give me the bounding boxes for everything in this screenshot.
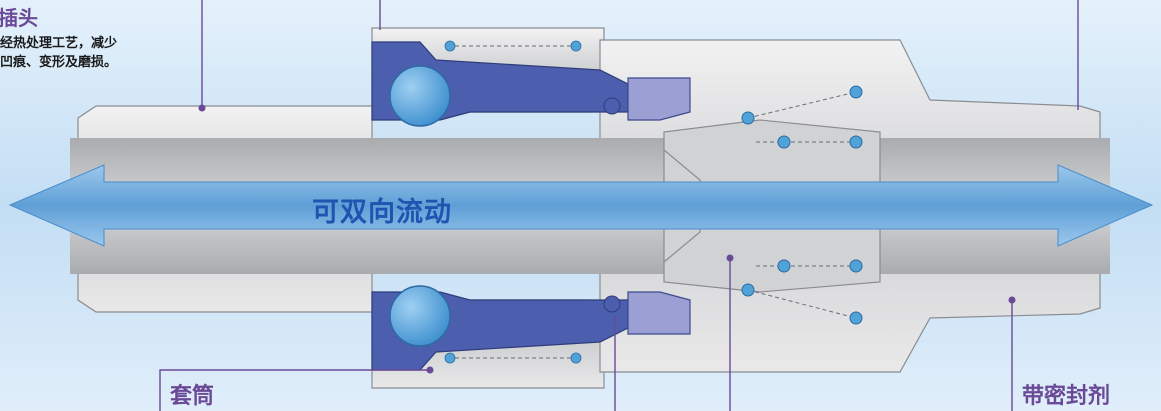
sealant-title: 带密封剂 <box>1022 384 1111 409</box>
o-ring-bottom <box>603 295 621 313</box>
sleeve-spring <box>444 40 582 364</box>
seal-bottom <box>627 291 691 335</box>
valve-spring <box>747 91 857 319</box>
plug-description-line2: 凹痕、变形及磨损。 <box>0 55 118 70</box>
leader-lines <box>159 0 1079 411</box>
flow-arrow <box>8 164 1154 247</box>
sleeve-spring-lines <box>455 45 571 359</box>
plug-description-line1: 经热处理工艺，减少 <box>0 36 118 51</box>
seal-top <box>627 77 691 121</box>
locking-ball-bottom <box>389 285 451 347</box>
plug-title: 插头 <box>0 6 38 30</box>
locking-ball-top <box>389 65 451 127</box>
leader-dots <box>198 104 1016 374</box>
spring-balls <box>741 85 863 325</box>
sleeve-title: 套筒 <box>170 384 215 409</box>
o-ring-top <box>603 97 621 115</box>
leader-sleeve <box>159 369 430 411</box>
flow-direction-label: 可双向流动 <box>312 197 452 228</box>
